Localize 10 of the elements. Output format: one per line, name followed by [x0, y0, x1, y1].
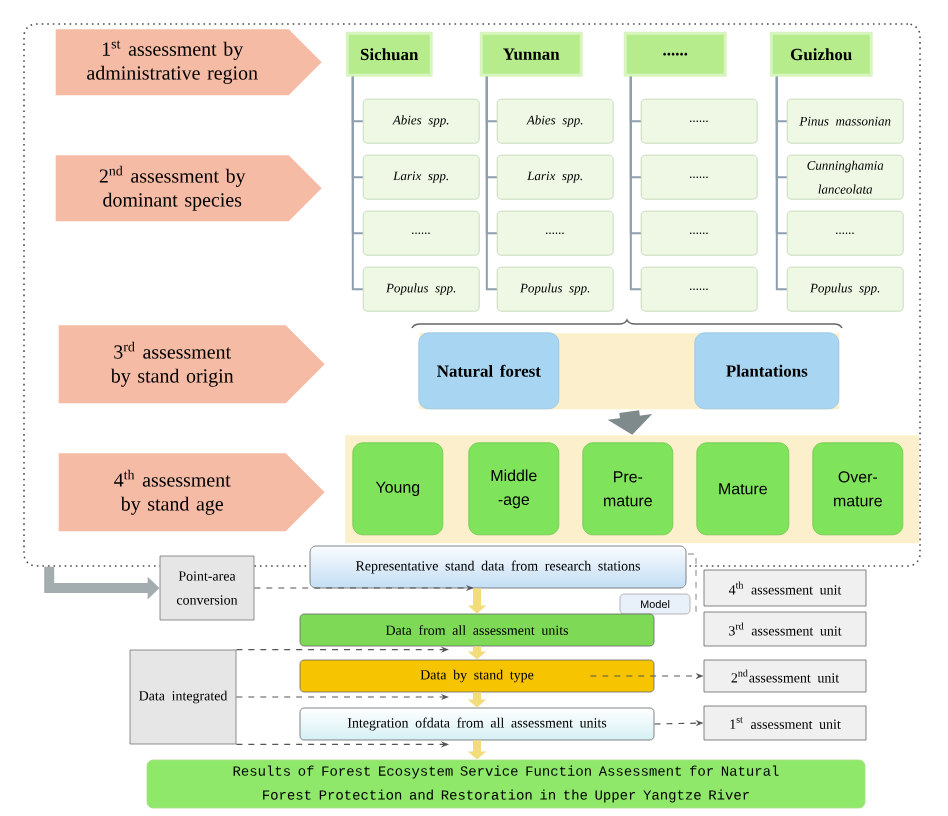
- region-box: Guizhou: [769, 31, 873, 77]
- connector-line: [351, 75, 364, 291]
- region-box: Yunnan: [479, 31, 583, 77]
- region-box: ......: [623, 31, 727, 77]
- connector-line: [485, 75, 498, 291]
- origin-box: Plantations: [694, 332, 840, 410]
- connector-line: [629, 75, 642, 291]
- connector-line: [775, 75, 788, 291]
- origin-box: Natural forest: [418, 332, 560, 410]
- region-box: Sichuan: [345, 31, 433, 77]
